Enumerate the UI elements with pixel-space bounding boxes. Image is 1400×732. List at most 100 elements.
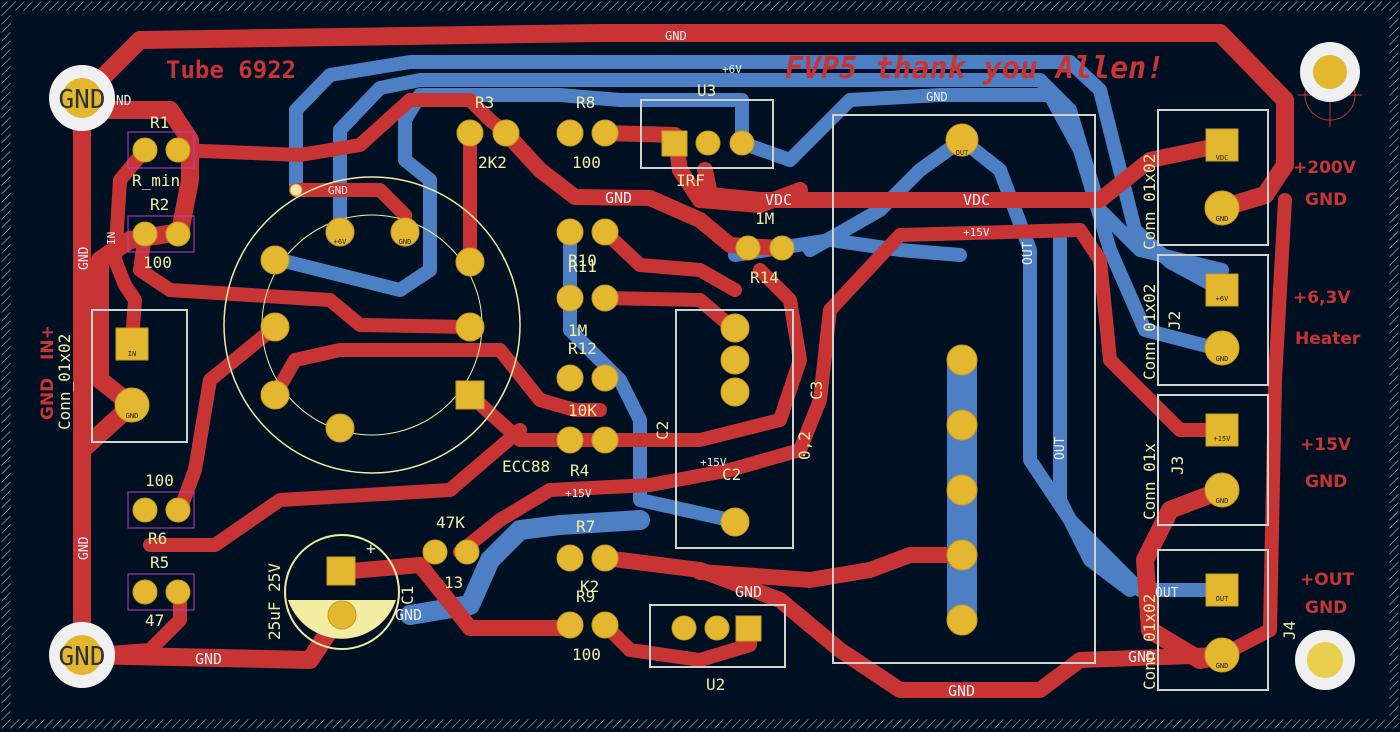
r10-pad-2 [591,218,619,246]
c2-ref-side: C2 [653,421,672,440]
r3-pad-2 [492,119,520,147]
net-gnd-upper-left: GND [108,94,132,109]
board-title: Tube 6922 [166,56,296,84]
net-gnd-bottom-2: GND [948,682,975,700]
j2-pad-1 [1205,273,1239,307]
r8-pad-2 [591,119,619,147]
net-out-1: OUT [1053,436,1068,460]
net-15v-3: +15V [565,487,592,500]
r8-ref: R8 [576,93,595,112]
trace-15v-main [453,223,1229,559]
r1-value: R_min [132,171,180,190]
c2-pad-a [720,313,750,343]
c3-ref: C3 [807,381,826,400]
j2-outline [1157,254,1269,386]
tube-socket-outline [223,176,521,474]
r2-value: 100 [143,253,172,272]
r13-ref: 13 [444,573,463,592]
pads [114,119,1240,673]
pad-label-heatsink: OUT [956,149,969,157]
u3-pad-2 [695,130,721,156]
trace-gnd-j4-right [1215,193,1292,662]
tube-pin-9 [325,413,355,443]
r3-ref: R3 [475,93,494,112]
r12-ref: R12 [568,339,597,358]
r11-ref: R11 [568,257,597,276]
j3-pad-2 [1204,472,1240,508]
r1-ref: R1 [150,113,169,132]
r5-courtyard [127,573,195,611]
r10-ref: R10 [568,251,597,270]
c2-outline [675,309,794,549]
j1-pad-2 [1204,190,1240,226]
r2-courtyard [127,215,195,253]
j2-name: Conn_01x02 [1140,284,1159,380]
u2-ref: U2 [706,675,725,694]
trace-tube7 [173,320,282,517]
r12-value: 10K [568,401,597,420]
j-in-pad-2 [114,387,150,423]
r12-pad-1 [556,364,584,392]
tube-pin-1-square [455,380,485,410]
net-gnd-bottom: GND [195,650,222,668]
pad-label-j3-2: GND [1216,497,1229,505]
j1-label-200v: +200V [1293,158,1357,178]
net-gnd-left-vert-2: GND [77,536,92,560]
heatsink-pad-6 [946,604,978,636]
c2-pad-b [720,345,750,375]
j1-outline [1157,109,1269,246]
r6-pad-1 [132,497,158,523]
pad-label-j1-2: GND [1216,215,1229,223]
r10-pad-1 [556,218,584,246]
r5-value: 47 [145,611,164,630]
trace-gnd-j4 [1136,481,1231,669]
r1-pad-2 [165,137,191,163]
trace-back-out-a [955,133,1229,597]
r9-ref: R9 [576,587,595,606]
trace-back-out-b [803,133,969,257]
j1-name: Conn_01x02 [1140,154,1159,250]
mounting-hole-top-right-core [1313,55,1347,89]
r6-courtyard [127,491,195,529]
c1-outline [284,534,400,650]
r12-pad-2 [591,364,619,392]
net-gnd-bottom-3: GND [1128,648,1155,666]
mounting-hole-label-bottom: GND [59,642,106,672]
r14-ref: R14 [750,268,779,287]
trace-r1-down [108,143,152,347]
mounting-hole-bottom-right-core [1307,642,1343,678]
tube-pin-8 [260,380,290,410]
j4-ref: J4 [1280,621,1299,640]
trace-back-6v-inner [333,73,1229,277]
r13-value: 47K [436,513,465,532]
r2-pad-2 [165,221,191,247]
net-15v-2: +15V [700,456,727,469]
net-vdc-2: VDC [963,191,990,209]
r11-pad-1 [556,284,584,312]
trace-gnd-mid [498,125,788,256]
u3-pad-3 [729,130,755,156]
r2-ref: R2 [150,195,169,214]
heatsink-pad-1 [945,123,979,157]
trace-15v-low [593,263,807,447]
net-gnd-left-vert: GND [77,246,92,270]
u3-outline [640,99,774,169]
c1-value: 25uF 25V [265,563,284,640]
r5-pad-1 [132,579,158,605]
c1-pad-minus [327,600,357,630]
net-15v-1: +15V [963,226,990,239]
r11-pad-2 [591,284,619,312]
heatsink-pad-2 [946,344,978,376]
j-in-label-in: IN+ [38,325,58,360]
j2-pad-2 [1204,330,1240,366]
c2-ref: C2 [722,465,741,484]
r8-value: 100 [572,153,601,172]
j2-label-heater: Heater [1295,329,1361,349]
trace-back-gnd-u3 [735,88,1229,357]
tube-pin-3 [455,247,485,277]
j3-name: Conn_01x [1140,443,1159,520]
u2-outline [649,604,786,668]
r9-value: 100 [572,645,601,664]
pad-label-j3-1: +15V [1214,435,1232,443]
